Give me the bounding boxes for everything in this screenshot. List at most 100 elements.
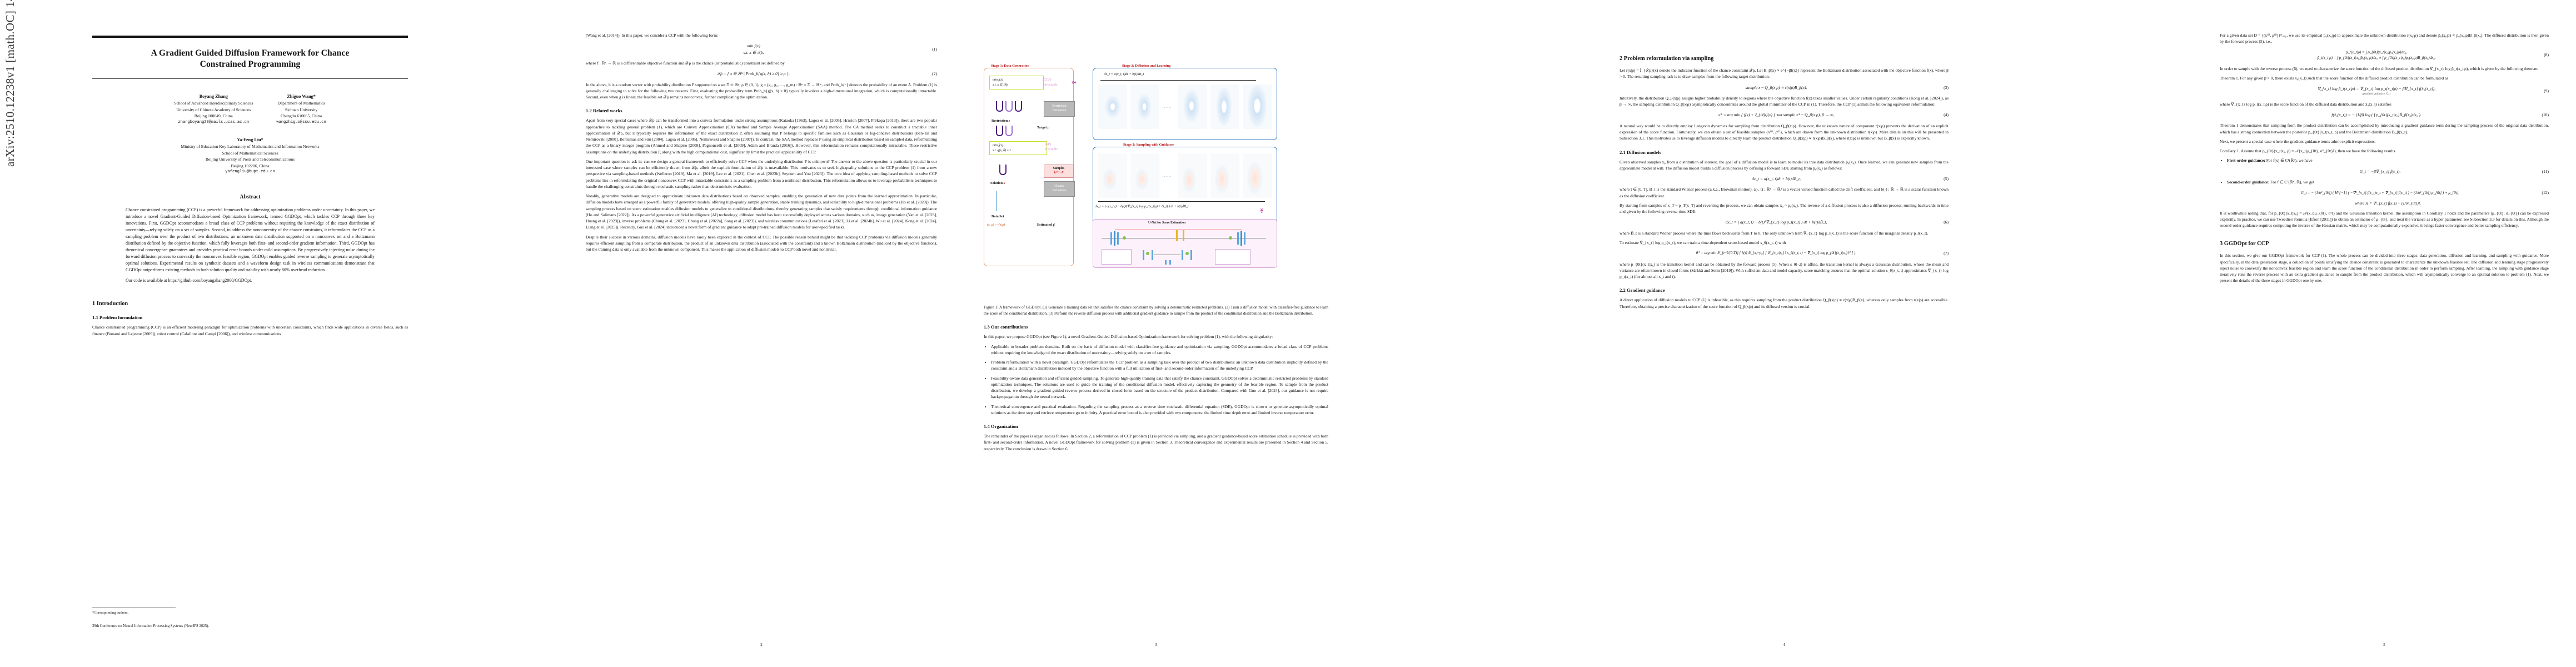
test-tube-icon <box>996 126 1003 136</box>
section-2-body: Let r(x|ρ) = 𝕀_{𝒳ρ}(x) denote the indica… <box>1620 67 1949 142</box>
ccp-problem-box: min f(x) s.t. x ∈ 𝒳ρ <box>989 76 1044 90</box>
stage-2-label: Stage 2: Diffusion and Learning <box>1120 64 1173 68</box>
paragraph: where p_{0t}(x_t|x₀) is the transition k… <box>1620 261 1949 280</box>
equation-text: dx_t = a(x_t, t)dt + b(t)dB_t, <box>1751 176 1801 182</box>
equation-tag: (3) <box>1944 84 1949 90</box>
solution-x-label: Solution x <box>990 181 1005 185</box>
author-name: Boyang Zhang <box>199 93 228 99</box>
equation-tag: (12) <box>2542 190 2549 196</box>
abstract-code-link: Our code is available at https://github.… <box>126 278 252 283</box>
contour-plot <box>1210 84 1239 129</box>
list-item-lead: First-order guidance: <box>2227 158 2265 163</box>
author-email: yafengliu@bupt.edu.cn <box>225 170 275 175</box>
list-item-lead: Second-order guidance: <box>2227 180 2270 185</box>
page-number: 2 <box>760 643 763 647</box>
conference-line: 39th Conference on Neural Information Pr… <box>92 624 210 628</box>
paragraph: In this section, we give our GGDOpt fram… <box>2220 253 2549 283</box>
author-2: Zhiguo Wang* Department of Mathematics S… <box>276 93 326 126</box>
equation-note: where H = ∇²_{x_t} f(x_t) + (1/σ²_{0t})I… <box>2355 201 2421 206</box>
section-2-1-heading: 2.1 Diffusion models <box>1620 149 1661 155</box>
section-1-heading: 1 Introduction <box>92 301 128 307</box>
paragraph: In the above, h is a random vector with … <box>586 82 937 100</box>
ellipsis-dots: ...... <box>1163 173 1172 178</box>
equation-text: p̃_t(x_t|ρ) = ∫ p_{0t}(x_t|x₀)p̃₀(x₀|ρ)d… <box>2317 56 2436 60</box>
page-title: A Gradient Guided Diffusion Framework fo… <box>92 48 408 71</box>
list-item-text: For f ∈ C²(ℝⁿ, ℝ), we get <box>2270 180 2315 185</box>
section-1-3-heading: 1.3 Our contributions <box>984 324 1028 330</box>
list-item: Problem reformulation with a novel parad… <box>991 359 1328 372</box>
author-affiliation: School of Mathematical Sciences <box>222 150 278 156</box>
equation-tag: (1) <box>932 46 937 52</box>
equation-text: x* = arg min { f(x) + 𝕀_{𝒳ρ}(x) } ⟺ samp… <box>1718 112 1835 118</box>
list-item: Second-order guidance: For f ∈ C²(ℝⁿ, ℝ)… <box>2227 179 2549 206</box>
equation-8: p_t(x_t|ρ) = ∫ p_{0t}(x_t|x₀)p₀(x₀|ρ)dx₀… <box>2220 49 2549 61</box>
contour-plot <box>1243 84 1272 129</box>
equation-7: θ* = arg min 𝔼_{t~U(0,T)} { λ(t) 𝔼_{x₀~p… <box>1620 250 1949 256</box>
test-tube-icon <box>1015 101 1022 112</box>
paragraph: Notably, generative models are designed … <box>586 193 937 230</box>
tube-group-2 <box>996 126 1013 139</box>
section-2-2-heading: 2.2 Gradient guidance <box>1620 287 1665 293</box>
contour-plot <box>1130 84 1159 129</box>
ellipsis-dots: ...... <box>1163 104 1172 109</box>
page-5: For a given data set D = {(x⁽ⁱ⁾, ρ⁽ⁱ⁾)}ᴺ… <box>2201 13 2568 654</box>
contour-plot-guided <box>1098 153 1127 198</box>
author-affiliation: Chengdu 610065, China <box>281 113 322 119</box>
equation-tag: (9) <box>2544 88 2549 94</box>
equation-3: sample x ~ Q_β(x|ρ) ∝ r(x|ρ)B_β(x). (3) <box>1620 84 1949 91</box>
paragraph: One important question to ask is: can we… <box>586 158 937 189</box>
author-affiliation: Sichuan University <box>285 107 318 112</box>
author-affiliation: Beijing 102206, China <box>231 163 270 168</box>
section-3-body: In this section, we give our GGDOpt fram… <box>2220 252 2549 283</box>
equation-text: dx_t = ( a(x_t, t) − b(t)²∇_{x_t} log p_… <box>1725 220 1827 225</box>
paragraph: It is worthwhile noting that, for p_{0t}… <box>2220 210 2549 228</box>
equation-text: 𝒳ρ = { x ∈ ℝⁿ | Prob_h{g(x, h) ≥ 0} ≥ ρ … <box>716 71 791 77</box>
page-4: 2 Problem reformulation via sampling Let… <box>1601 13 1967 654</box>
author-name: Zhiguo Wang* <box>287 93 316 99</box>
equation-text: G_t = −β∇_{x_t} f(x_t). <box>2359 168 2401 174</box>
paragraph: By starting from samples of x_T ~ p_T(x_… <box>1620 202 1949 215</box>
contour-plot <box>1098 84 1127 129</box>
paragraph: where t ∈ [0, T], B_t is the standard Wi… <box>1620 187 1949 198</box>
page-5-body-2: It is worthwhile noting that, for p_{0t}… <box>2220 210 2549 229</box>
theorem-1: Theorem 1. For any given β > 0, there ex… <box>2220 75 2449 81</box>
page-1-footer: *Corresponding authors. 39th Conference … <box>92 600 408 628</box>
paragraph: In this paper, we propose GGDOpt (see Fi… <box>984 334 1273 340</box>
title-line-2: Constrained Programming <box>200 59 301 69</box>
equation-tag: (11) <box>2542 168 2549 174</box>
equation-text: f(x̂₀(x_t)) = − (1/β) log ( ∫ p_{0t}(x_t… <box>2331 112 2421 118</box>
paragraph: Intuitively, the distribution Q_β(x|ρ) a… <box>1620 95 1949 107</box>
page-5-body: For a given data set D = {(x⁽ⁱ⁾, ρ⁽ⁱ⁾)}ᴺ… <box>2220 32 2549 154</box>
author-1: Boyang Zhang School of Advanced Interdis… <box>174 93 253 126</box>
equation-11: G_t = −β∇_{x_t} f(x_t). (11) <box>2227 168 2549 175</box>
paragraph: A natural way would be to directly emplo… <box>1620 123 1949 141</box>
chevron-down-icon: »» <box>1258 208 1267 212</box>
page-number: 4 <box>1783 643 1785 647</box>
paragraph: For a given data set D = {(x⁽ⁱ⁾, ρ⁽ⁱ⁾)}ᴺ… <box>2220 33 2549 44</box>
section-1-2-heading: 1.2 Related works <box>586 108 622 114</box>
author-affiliation: School of Advanced Interdisciplinary Sci… <box>174 101 253 106</box>
title-rule-bottom <box>92 78 408 79</box>
equation-tag: (6) <box>1944 220 1949 225</box>
abstract-body: Chance constrained programming (CCP) is … <box>126 207 375 284</box>
equation-tag: (8) <box>2544 52 2549 58</box>
author-affiliation: University of Chinese Academy of Science… <box>176 107 251 112</box>
contour-plot-guided <box>1210 153 1239 198</box>
abstract-paragraph: Chance constrained programming (CCP) is … <box>126 207 375 273</box>
section-2-1-body: Given observed samples x₀ from a distrib… <box>1620 159 1949 280</box>
equation-text: p_t(x_t|ρ) = ∫ p_{0t}(x_t|x₀)p₀(x₀|ρ)dx₀… <box>2345 49 2408 54</box>
title-rule-top <box>92 36 408 38</box>
author-3: Ya-Feng Liu* Ministry of Education Key L… <box>92 137 408 175</box>
test-tube-icon <box>999 165 1007 175</box>
page-2-body: (Wang et al. [2014]). In this paper, we … <box>586 32 937 100</box>
equation-4: x* = arg min { f(x) + 𝕀_{𝒳ρ}(x) } ⟺ samp… <box>1620 112 1949 118</box>
paragraph: Theorem 1 demonstrates that sampling fro… <box>2220 123 2549 135</box>
rp-tractable-label: (RP) Tractable <box>1045 143 1058 151</box>
author-affiliation: Beijing University of Posts and Telecomm… <box>205 157 295 162</box>
paragraph: The remainder of the paper is organized … <box>984 434 1328 451</box>
paragraph: (Wang et al. [2014]). In this paper, we … <box>586 33 719 38</box>
contour-plot-guided <box>1178 153 1207 198</box>
equation-tag: (10) <box>2542 112 2549 118</box>
author-email: zhangboyang23@mails.ucas.ac.cn <box>178 120 250 125</box>
tube-group-3 <box>999 165 1007 178</box>
